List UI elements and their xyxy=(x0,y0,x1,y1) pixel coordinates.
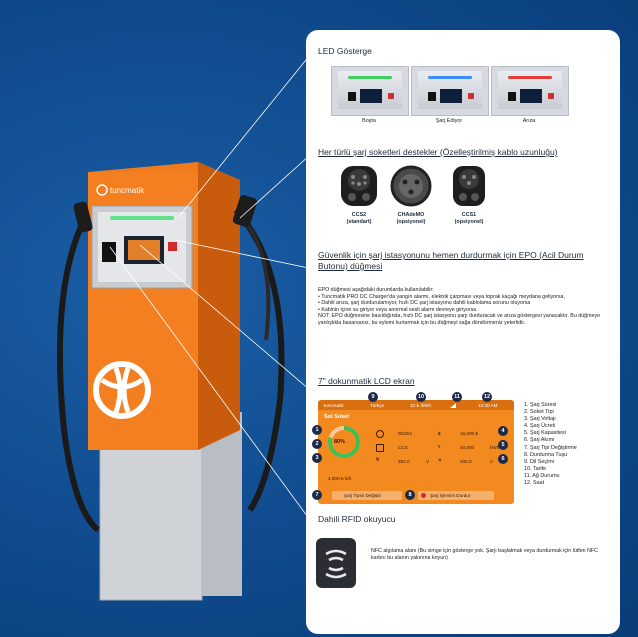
feature-panel xyxy=(306,30,620,634)
charge-capacity: 40.000 xyxy=(460,445,475,450)
current-unit: A xyxy=(490,459,494,464)
marker-1: 1 xyxy=(312,425,322,435)
marker-6: 6 xyxy=(498,454,508,464)
stop-icon xyxy=(421,492,426,498)
lcd-socket-title: Sol Soket xyxy=(324,414,350,420)
ccs1-socket-icon xyxy=(453,166,485,206)
charge-cost: 16,000 ₺ xyxy=(460,431,479,436)
socket-type: CCS xyxy=(398,445,408,450)
led-bar-blue xyxy=(428,76,472,79)
voltage-icon: ∀ xyxy=(376,457,380,462)
chademo-label: CHAdeMO(opsiyonel) xyxy=(396,212,426,225)
ccs2-label: CCS2(standart) xyxy=(346,212,372,225)
led-state-idle xyxy=(331,66,409,116)
marker-11: 11 xyxy=(452,392,462,402)
chademo-socket-icon xyxy=(390,165,432,207)
rfid-description: NFC algılama alanı (Bu simge için göster… xyxy=(371,548,598,561)
marker-2: 2 xyxy=(312,439,322,449)
marker-5: 5 xyxy=(498,440,508,450)
current-icon: ⨯ xyxy=(438,457,442,462)
marker-10: 10 xyxy=(416,392,426,402)
marker-3: 3 xyxy=(312,453,322,463)
led-section-title: LED Gösterge xyxy=(318,46,372,56)
lcd-screen-mockup: tuncmatik Türkçe 10 ₺ /kWh 10:30 AM Sol … xyxy=(318,400,514,504)
charge-percent: 80% xyxy=(334,439,346,445)
voltage-value: 350.0 xyxy=(398,459,410,464)
voltage-unit: V xyxy=(426,459,430,464)
stop-charge-button[interactable]: Şarj İşlemini Durdur xyxy=(418,491,494,500)
led-bar-green xyxy=(348,76,392,79)
lcd-language[interactable]: Türkçe xyxy=(370,403,385,408)
lira-icon: $ xyxy=(438,431,441,436)
marker-12: 12 xyxy=(482,392,492,402)
change-type-button[interactable]: Şarj Tipini Değiştir xyxy=(332,491,402,500)
lcd-section-title: 7" dokunmatik LCD ekran xyxy=(318,376,415,386)
led-state-charging xyxy=(411,66,489,116)
sockets-section-title: Her türlü şarj soketleri destekler (Özel… xyxy=(318,147,558,157)
current-value: 200.0 xyxy=(460,459,472,464)
rfid-section-title: Dahili RFID okuyucu xyxy=(318,514,396,524)
lcd-clock: 10:30 AM xyxy=(478,403,498,408)
remaining-amount: 4,000 ₺ left xyxy=(328,476,352,481)
brand-logo-icon xyxy=(96,184,108,196)
epo-section-title: Güvenlik için şarj istasyonunu hemen dur… xyxy=(318,250,584,271)
led-label-idle: Boşta xyxy=(362,118,376,124)
plug-icon xyxy=(376,444,384,452)
network-signal-icon xyxy=(450,403,456,408)
led-state-fault xyxy=(491,66,569,116)
marker-9: 9 xyxy=(368,392,378,402)
ccs2-socket-icon xyxy=(341,166,377,206)
marker-4: 4 xyxy=(498,426,508,436)
marker-8: 8 xyxy=(405,490,415,500)
bolt-icon: ϟ xyxy=(438,444,441,449)
lcd-legend: 1. Şarj Süresi 2. Soket Tipi 3. Şarj Vol… xyxy=(524,402,577,487)
charger-illustration: tuncmatik xyxy=(56,162,285,601)
epo-description: EPO düğmesi aşağıdaki durumlarda kullanı… xyxy=(318,287,601,326)
led-bar-red xyxy=(508,76,552,79)
charge-time: 0h32m xyxy=(398,431,413,436)
led-label-charging: Şarj Ediyor xyxy=(435,118,463,124)
lcd-tariff: 10 ₺ /kWh xyxy=(410,403,432,408)
charger-brand-text: tuncmatik xyxy=(110,186,145,195)
nfc-reader-icon xyxy=(316,538,356,588)
charge-progress-ring xyxy=(328,426,360,458)
ccs1-label: CCS1(opsiyonel) xyxy=(454,212,484,225)
led-label-fault: Arıza xyxy=(522,118,536,124)
lcd-brand: tuncmatik xyxy=(324,403,344,408)
marker-7: 7 xyxy=(312,490,322,500)
lcd-top-bar xyxy=(318,400,514,410)
clock-icon xyxy=(376,430,384,438)
capacity-unit: kWh xyxy=(490,445,500,450)
